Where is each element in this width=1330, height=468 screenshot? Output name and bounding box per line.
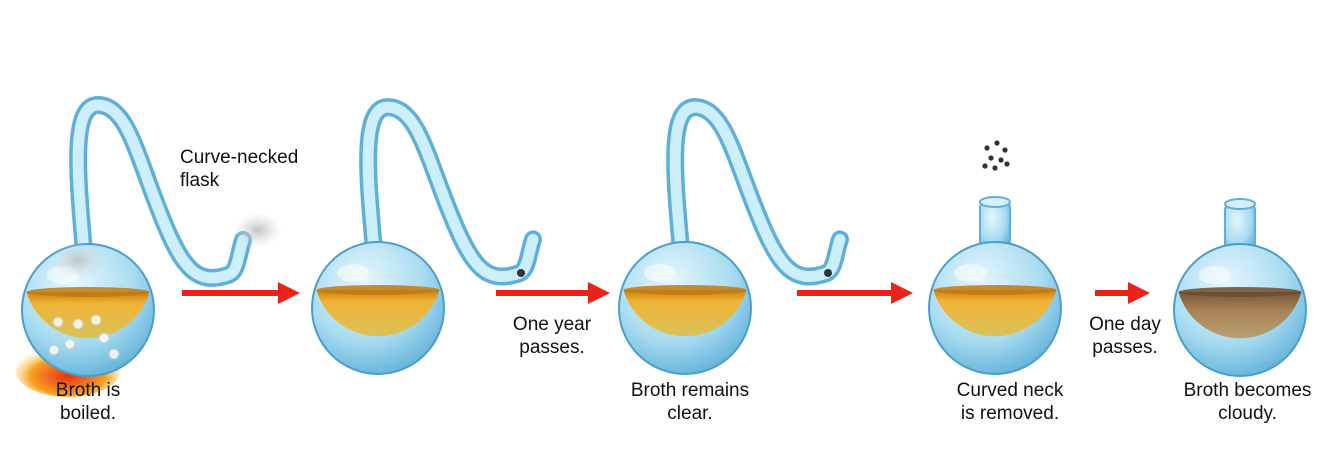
- broth-surface: [317, 285, 440, 295]
- bubble: [73, 319, 83, 329]
- trapped-dust: [517, 269, 525, 277]
- airborne-particle: [1002, 147, 1007, 152]
- step-3-label: Broth remains clear.: [610, 379, 770, 425]
- broth-surface: [1179, 287, 1302, 297]
- neck-opening: [980, 197, 1010, 207]
- arrow-3: [797, 282, 913, 304]
- arrow-head-icon: [588, 282, 610, 304]
- step-4-label: Curved neck is removed.: [930, 379, 1090, 425]
- bubble: [49, 345, 59, 355]
- airborne-particle: [994, 140, 999, 145]
- broth-surface: [27, 287, 150, 297]
- transition-2-label: One year passes.: [492, 313, 612, 359]
- neck-opening: [1225, 199, 1255, 209]
- flask-4: [929, 140, 1061, 374]
- arrow-1: [182, 282, 300, 304]
- glass-highlight: [644, 264, 676, 282]
- airborne-particle: [982, 163, 987, 168]
- arrow-2: [496, 282, 610, 304]
- arrow-4: [1095, 282, 1150, 304]
- steam-outlet: [234, 212, 282, 248]
- arrow-head-icon: [1128, 282, 1150, 304]
- steam: [52, 242, 104, 278]
- glass-highlight: [337, 264, 369, 282]
- broth-surface: [624, 285, 747, 295]
- airborne-particle: [998, 157, 1003, 162]
- flask-5: [1174, 199, 1306, 376]
- airborne-particle: [984, 145, 989, 150]
- airborne-particle: [1004, 161, 1009, 166]
- trapped-dust: [824, 269, 832, 277]
- step-5-label: Broth becomes cloudy.: [1165, 379, 1330, 425]
- broth-surface: [934, 285, 1057, 295]
- arrow-head-icon: [278, 282, 300, 304]
- step-1-label: Broth is boiled.: [18, 379, 158, 425]
- glass-highlight: [954, 264, 986, 282]
- glass-highlight: [1199, 266, 1231, 284]
- bubble: [99, 333, 109, 343]
- bubble: [109, 349, 119, 359]
- arrow-head-icon: [891, 282, 913, 304]
- bubble: [91, 315, 101, 325]
- bubble: [65, 339, 75, 349]
- airborne-particle: [988, 155, 993, 160]
- flask-3: [619, 107, 840, 374]
- callout-curve-necked-flask: Curve-necked flask: [180, 146, 298, 192]
- bubble: [53, 317, 63, 327]
- airborne-particle: [992, 165, 997, 170]
- transition-4-label: One day passes.: [1070, 313, 1180, 359]
